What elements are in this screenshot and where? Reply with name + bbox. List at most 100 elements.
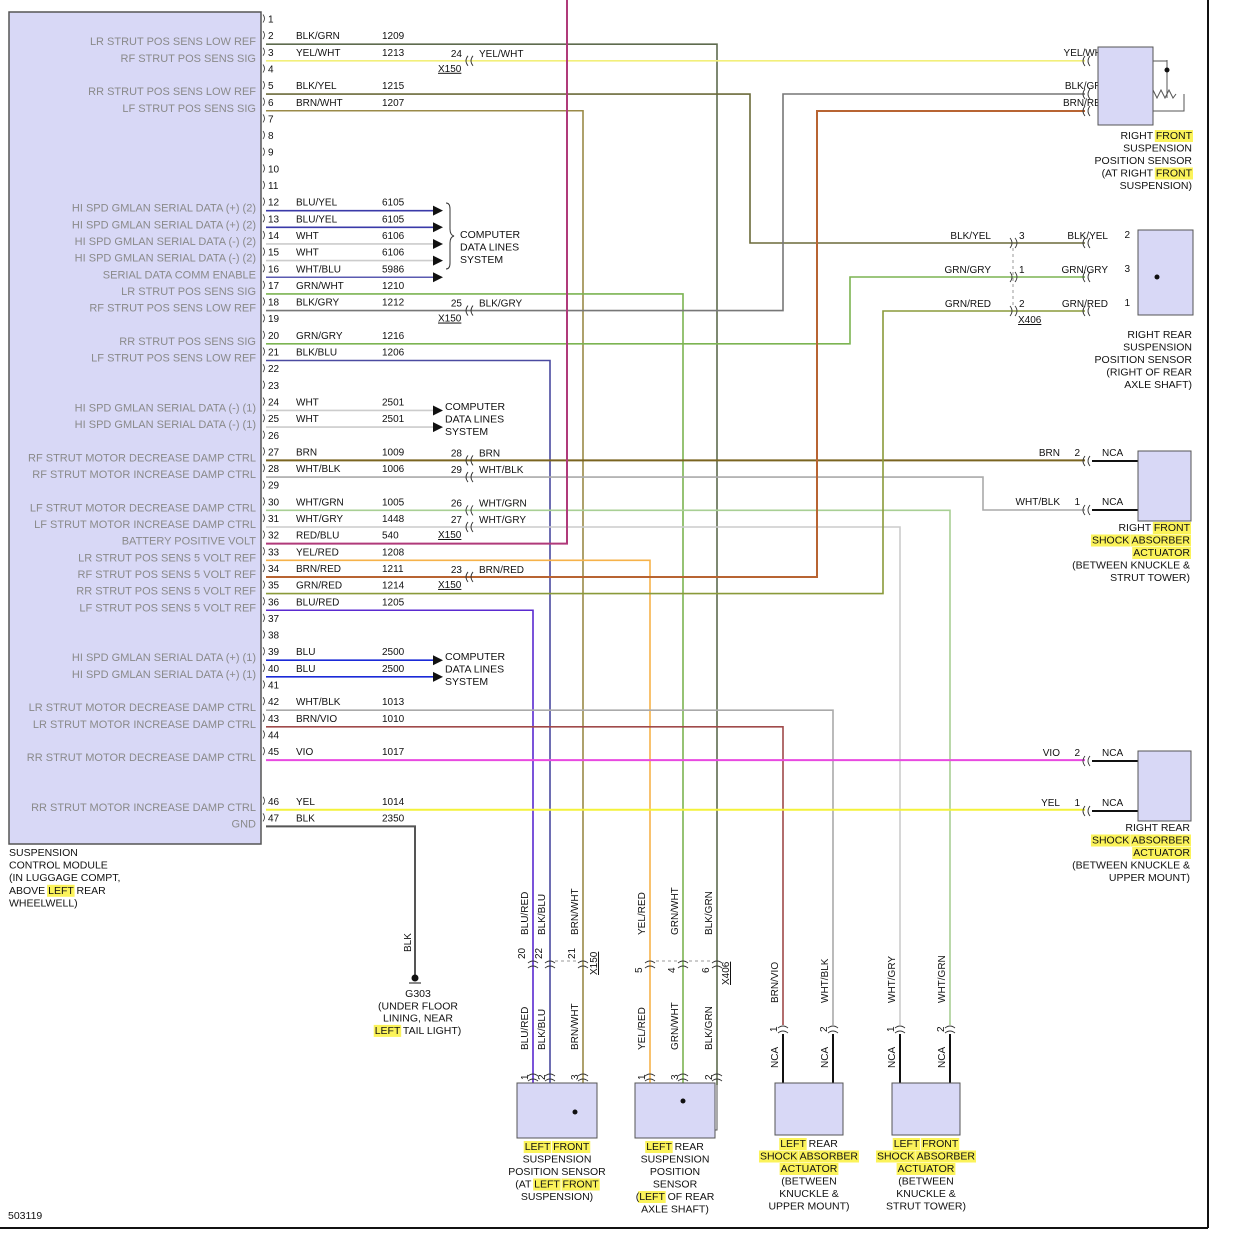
pin-terminal-icon	[262, 214, 265, 223]
pin-terminal-icon	[262, 497, 265, 506]
lr-sensor-label-text: (LEFT OF REAR	[636, 1191, 715, 1203]
ground-label: LINING, NEAR	[383, 1013, 453, 1025]
data-lines-label: COMPUTER	[445, 401, 506, 413]
actuator-pin: 2	[1074, 448, 1080, 459]
module-name-line: ABOVE LEFT REAR	[9, 884, 106, 897]
inline-connector-icon	[577, 960, 589, 969]
pin-number: 34	[268, 564, 280, 575]
circuit-number: 1216	[382, 331, 405, 342]
components-layer	[516, 46, 1194, 1139]
pin-number: 27	[268, 447, 280, 458]
rr-shock-label-text: ACTUATOR	[1133, 847, 1190, 859]
highlight-mark	[1130, 834, 1191, 847]
inline-connector-icon	[644, 1073, 656, 1082]
rr-sensor-label-text: (RIGHT OF REAR	[1106, 367, 1192, 379]
inline-connector-icon	[1082, 504, 1091, 516]
circuit-number: 6105	[382, 198, 405, 209]
rf-sensor-label: POSITION SENSOR	[1095, 155, 1193, 167]
rf-shock-label: SHOCK ABSORBER	[1090, 534, 1191, 547]
module-name-line-text: ABOVE LEFT REAR	[9, 885, 106, 897]
nca-label: NCA	[1102, 798, 1123, 809]
pin-number: 20	[268, 331, 280, 342]
pin-number: 11	[268, 181, 279, 192]
inline-connector-icon	[465, 521, 474, 533]
rr-shock-label: ACTUATOR	[1132, 847, 1191, 859]
pin-terminal-icon	[262, 47, 265, 57]
lr-sensor-label-text: LEFT REAR	[646, 1141, 704, 1153]
wire-grn-gry	[266, 276, 1085, 345]
lr-sensor-label-text: AXLE SHAFT)	[641, 1204, 709, 1216]
junction-dot	[1164, 67, 1170, 73]
pin-function-label: RF STRUT MOTOR INCREASE DAMP CTRL	[32, 469, 256, 481]
pin-function-label: RR STRUT POS SENS LOW REF	[88, 86, 256, 98]
pin-number: 15	[268, 248, 280, 259]
x150-label: X150	[438, 530, 462, 541]
wire-wht-blk	[266, 476, 1085, 511]
pin-function-label: HI SPD GMLAN SERIAL DATA (+) (2)	[72, 219, 256, 231]
x406-pin: 1	[1019, 265, 1025, 276]
circuit-number: 1205	[382, 597, 405, 608]
junction-dot	[680, 1098, 686, 1104]
pin-terminal-icon	[262, 746, 265, 756]
lr-sensor-label-text: SENSOR	[653, 1179, 698, 1191]
pin-terminal-icon	[262, 230, 265, 240]
ground-label-text: LEFT TAIL LIGHT)	[375, 1025, 462, 1037]
rf-shock-label: (BETWEEN KNUCKLE &	[1072, 560, 1190, 572]
pin-terminal-icon	[262, 64, 265, 73]
pin-terminal-icon	[262, 696, 265, 706]
module-name-line: CONTROL MODULE	[9, 860, 108, 872]
lf-sensor-label-text: POSITION SENSOR	[508, 1166, 606, 1178]
lr-shock-label: LEFT REAR	[779, 1138, 838, 1150]
wire-color-label: BLK/GRY	[296, 298, 339, 309]
rf-sensor-label-text: POSITION SENSOR	[1095, 155, 1193, 167]
highlight-mark	[779, 1138, 807, 1150]
lf-shock-label-text: ACTUATOR	[898, 1163, 955, 1175]
rr-sensor-label: SUSPENSION	[1123, 342, 1192, 354]
wire-color-label: BLK	[403, 933, 414, 952]
pin-number: 29	[268, 481, 280, 492]
circuit-number: 1010	[382, 714, 405, 725]
wire-color-label: VIO	[296, 747, 313, 758]
brace-icon	[445, 202, 455, 270]
wire-color-label: BLK/YEL	[950, 231, 991, 242]
rf-shock-body	[1137, 450, 1192, 522]
pin-terminal-icon	[262, 197, 265, 206]
rf-sensor-label: RIGHT FRONT	[1120, 130, 1193, 142]
wire-color-label: WHT/GRY	[296, 514, 343, 525]
inline-connector-icon	[1082, 305, 1091, 317]
pin-number: 37	[268, 614, 280, 625]
x150-pin: 26	[451, 498, 463, 509]
arrow-icon	[433, 655, 443, 666]
rr-sensor-label-text: SUSPENSION	[1123, 342, 1192, 354]
sensor-pin: 2	[537, 1074, 548, 1080]
pin-function-label: LR STRUT POS SENS SIG	[121, 286, 256, 298]
pin-terminal-icon	[262, 646, 265, 656]
rr-shock-label: SHOCK ABSORBER	[1090, 834, 1191, 847]
sensor-pin: 1	[637, 1074, 648, 1080]
highlight-mark	[1090, 534, 1131, 547]
pin-number: 31	[268, 514, 280, 525]
lf-sensor-label: SUSPENSION	[523, 1154, 592, 1166]
lr-sensor-label: AXLE SHAFT)	[641, 1204, 709, 1216]
pin-terminal-icon	[262, 114, 265, 123]
lr-sensor-label-text: SUSPENSION	[641, 1154, 710, 1166]
lf-sensor-label: SUSPENSION)	[521, 1191, 593, 1203]
pin-number: 47	[268, 813, 280, 824]
pin-terminal-icon	[262, 347, 265, 356]
inline-connector-icon	[465, 505, 474, 516]
circuit-number: 1005	[382, 497, 405, 508]
circuit-number: 1017	[382, 747, 405, 758]
wire-color-label: BLK/GRN	[704, 1006, 715, 1050]
pin-function-label: RR STRUT POS SENS SIG	[119, 336, 256, 348]
module-name-line: WHEELWELL)	[9, 897, 78, 909]
highlight-mark	[798, 1150, 860, 1163]
highlight-mark	[645, 1141, 673, 1153]
wire-color-label: WHT	[296, 414, 319, 425]
rf-shock-label: RIGHT FRONT	[1118, 522, 1191, 534]
rf-shock-label-text: STRUT TOWER)	[1110, 572, 1190, 584]
highlight-mark	[779, 1163, 839, 1175]
actuator-pin: 1	[769, 1026, 780, 1032]
x150-pin: 22	[534, 947, 545, 959]
wire-blu-red	[266, 609, 534, 1085]
pin-number: 42	[268, 697, 280, 708]
